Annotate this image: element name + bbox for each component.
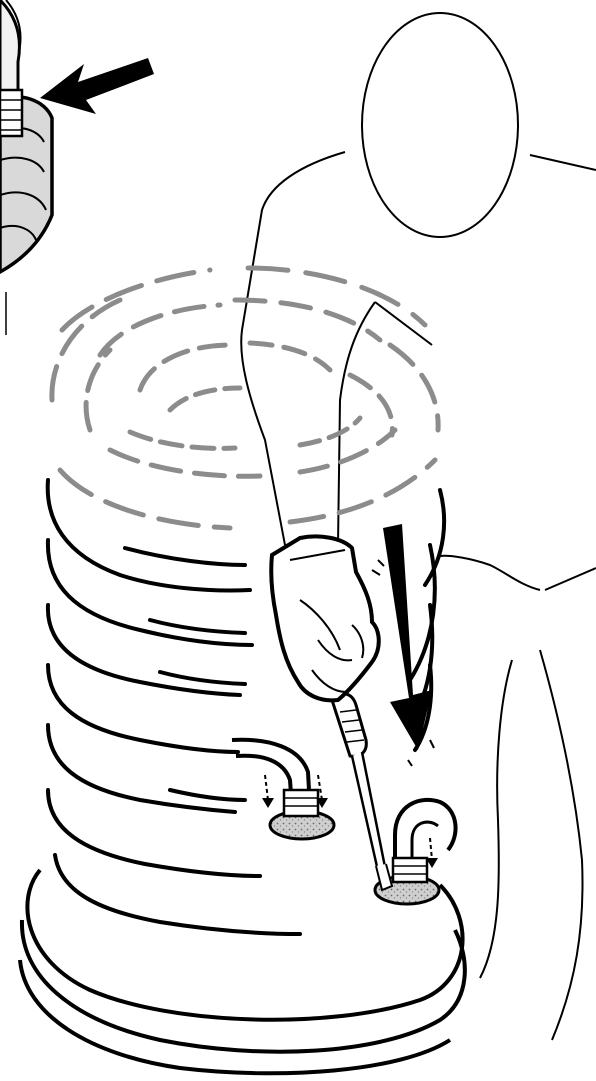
person-outline (240, 12, 596, 1041)
person-left-arm-outline (240, 151, 346, 546)
person-head (361, 12, 519, 238)
detail-inset-pedestal (0, 95, 54, 275)
arrow-down-icon (383, 524, 432, 750)
person-torso-side (439, 554, 541, 591)
screwdriver-handle (330, 692, 368, 758)
person-right-shoulder (529, 154, 596, 171)
detail-inset (0, 0, 154, 335)
motion-ticks (371, 559, 435, 767)
person-back-line (544, 567, 596, 591)
arrow-left-icon (40, 58, 154, 114)
screwdriver-shaft (350, 751, 390, 884)
screwdriver (330, 692, 394, 892)
person-leg-front (479, 659, 513, 979)
pedestal-ribs (45, 478, 447, 936)
person-leg-back (539, 649, 584, 1041)
rotation-motion-rings (49, 265, 441, 531)
drain-fitting-left (231, 737, 336, 841)
pedestal-base (18, 868, 467, 1076)
person-collar-line (374, 301, 433, 346)
gloved-hand (269, 534, 381, 703)
person-torso-line (337, 301, 376, 546)
drain-fitting-right (373, 797, 458, 906)
detail-inset-pipe-fitting (0, 0, 24, 138)
